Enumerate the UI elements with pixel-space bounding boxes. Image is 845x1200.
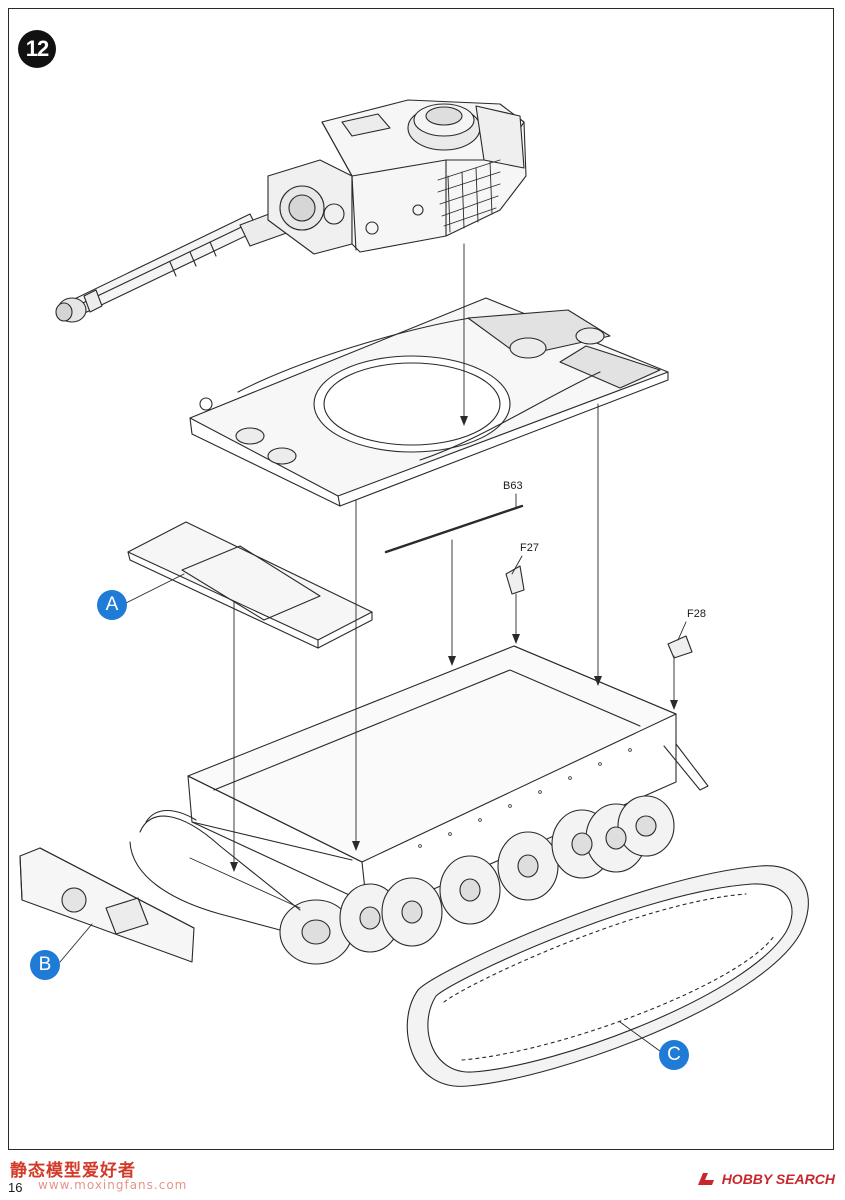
watermark-left-url: www.moxingfans.com <box>38 1178 188 1192</box>
part-label-f27: F27 <box>520 542 539 554</box>
left-track-run <box>129 809 301 931</box>
callout-c-label: C <box>667 1044 681 1065</box>
step-number: 12 <box>25 36 50 61</box>
part-label-b63: B63 <box>503 480 523 492</box>
callout-a-label: A <box>105 594 119 615</box>
lower-hull-tub <box>187 645 709 919</box>
subassembly-b-rear-plate <box>19 847 195 963</box>
gun-mantlet <box>267 159 353 255</box>
callout-c: C <box>659 1040 689 1070</box>
road-wheels <box>279 795 675 965</box>
part-b63-rod <box>384 504 524 554</box>
part-label-f28: F28 <box>687 608 706 620</box>
turret-body <box>321 99 527 253</box>
watermark-left-text: 静态模型爱好者 <box>10 1161 136 1181</box>
upper-hull-deck <box>189 297 669 507</box>
turret <box>55 99 527 323</box>
track-c-loop <box>406 865 809 1087</box>
step-number-badge: 12 <box>18 30 56 68</box>
subassembly-a-plate <box>127 521 373 649</box>
page-number: 16 <box>8 1180 23 1195</box>
hobby-search-text: HOBBY SEARCH <box>721 1171 835 1187</box>
callout-a: A <box>97 590 127 620</box>
turret-spare-tracks <box>437 159 501 233</box>
arrowheads <box>230 416 678 872</box>
callout-b: B <box>30 950 60 980</box>
part-f27-bracket <box>505 565 525 595</box>
leader-lines <box>59 243 687 1055</box>
hobby-search-watermark: HOBBY SEARCH <box>697 1171 835 1187</box>
callout-b-label: B <box>38 954 52 975</box>
page-frame <box>8 8 834 1150</box>
part-f28-bracket <box>667 635 693 659</box>
hobby-search-logo-icon <box>697 1173 714 1185</box>
